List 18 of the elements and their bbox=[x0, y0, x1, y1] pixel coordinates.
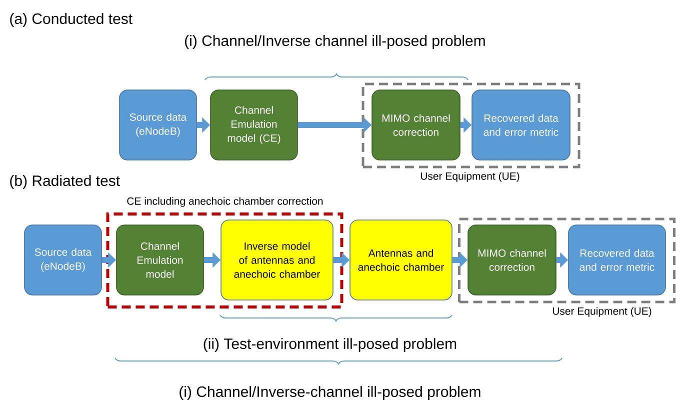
heading-label: (a) Conducted test bbox=[10, 13, 132, 27]
process-box: Source data (eNodeB) bbox=[119, 90, 197, 160]
process-box: Source data (eNodeB) bbox=[24, 224, 102, 296]
process-box: Channel Emulation model (CE) bbox=[210, 90, 298, 160]
process-box: MIMO channel correction bbox=[372, 90, 460, 160]
heading-label: (b) Radiated test bbox=[10, 175, 120, 189]
node-label: User Equipment (UE) bbox=[552, 307, 652, 317]
heading-label: (ii) Test-environment ill-posed problem bbox=[204, 338, 456, 352]
node-label: User Equipment (UE) bbox=[420, 172, 520, 182]
process-box: Antennas and anechoic chamber bbox=[350, 220, 452, 300]
process-box: Recovered data and error metric bbox=[568, 224, 666, 296]
process-box: Channel Emulation model bbox=[116, 224, 204, 296]
node-label: CE including anechoic chamber correction bbox=[127, 197, 323, 207]
process-box: MIMO channel correction bbox=[468, 224, 556, 296]
process-box: Inverse model of antennas and anechoic chamber bbox=[220, 220, 334, 300]
heading-label: (i) Channel/Inverse channel ill-posed problem bbox=[185, 35, 485, 49]
process-box: Recovered data and error metric bbox=[472, 90, 570, 160]
heading-label: (i) Channel/Inverse-channel ill-posed problem bbox=[180, 386, 480, 400]
